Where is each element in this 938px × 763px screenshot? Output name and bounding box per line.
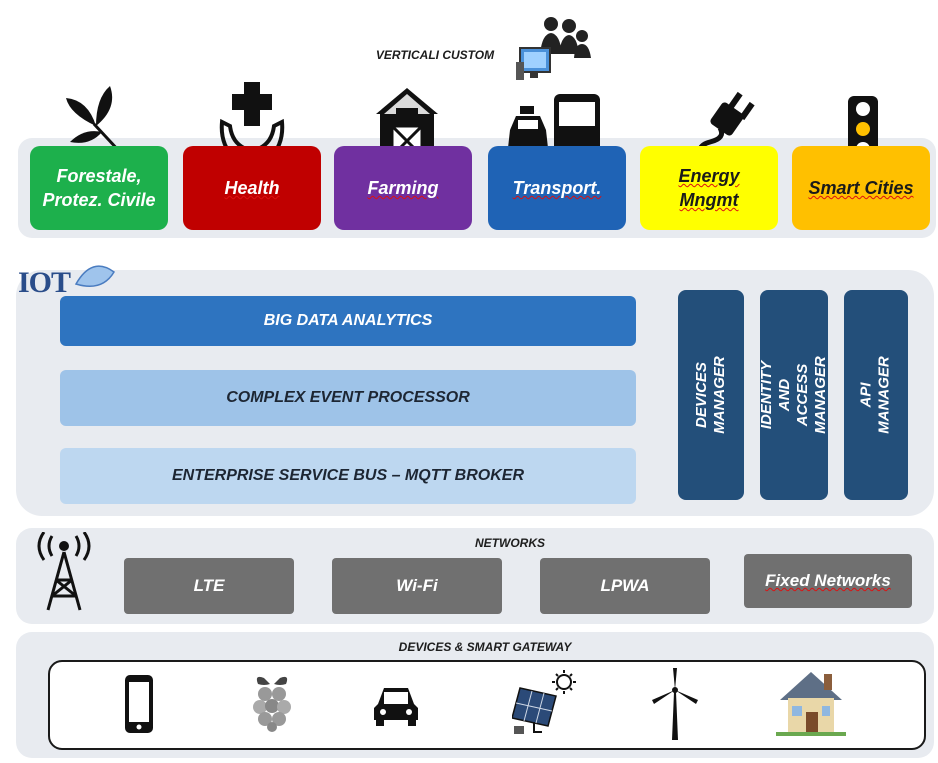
vertical-tile-farming[interactable]: Farming [334, 146, 472, 230]
antenna-tower-icon [37, 532, 91, 611]
leaf-icon [66, 86, 122, 154]
devices-title: DEVICES & SMART GATEWAY [398, 640, 572, 654]
vertical-tile-smart-cities[interactable]: Smart Cities [792, 146, 930, 230]
manager-label: DEVICES MANAGER [693, 356, 728, 434]
layer-label: BIG DATA ANALYTICS [263, 312, 433, 329]
users-computer-icon [516, 17, 591, 80]
manager-label: IDENTITY AND ACCESS MANAGER [758, 356, 829, 434]
car-icon [374, 688, 418, 726]
solar-panel-icon [512, 670, 576, 734]
network-fixed[interactable]: Fixed Networks [744, 554, 912, 608]
devices-manager-box[interactable]: DEVICES MANAGER [678, 290, 744, 500]
enterprise-service-bus-layer[interactable]: ENTERPRISE SERVICE BUS – MQTT BROKER [60, 448, 636, 504]
vertical-tile-label: Smart Cities [808, 178, 914, 198]
network-label: Wi-Fi [396, 576, 438, 595]
network-lpwa[interactable]: LPWA [540, 558, 710, 614]
manager-label: API MANAGER [858, 356, 894, 434]
layer-label: ENTERPRISE SERVICE BUS – MQTT BROKER [171, 467, 525, 484]
big-data-analytics-layer[interactable]: BIG DATA ANALYTICS [60, 296, 636, 346]
layer-label: COMPLEX EVENT PROCESSOR [226, 389, 470, 406]
vertical-tile-label: Farming [367, 178, 439, 198]
vertical-tile-energy[interactable]: Energy Mngmt [640, 146, 778, 230]
network-label: Fixed Networks [765, 571, 891, 590]
vertical-tile-label: Transport. [512, 178, 602, 198]
identity-access-manager-box[interactable]: IDENTITY AND ACCESS MANAGER [758, 290, 829, 500]
iot-logo-text: IOT [18, 266, 71, 299]
network-label: LPWA [600, 576, 650, 595]
vertical-tile-transport[interactable]: Transport. [488, 146, 626, 230]
api-manager-box[interactable]: API MANAGER [844, 290, 908, 500]
network-label: LTE [193, 576, 225, 595]
iot-logo: IOT [12, 262, 115, 312]
smartphone-icon [125, 675, 153, 733]
complex-event-processor-layer[interactable]: COMPLEX EVENT PROCESSOR [60, 370, 636, 426]
network-lte[interactable]: LTE [124, 558, 294, 614]
iot-logo-graphic [74, 265, 115, 287]
networks-title: NETWORKS [475, 536, 545, 550]
network-wifi[interactable]: Wi-Fi [332, 558, 502, 614]
medical-cross-hands-icon [219, 82, 285, 160]
vertical-tile-health[interactable]: Health [183, 146, 321, 230]
verticals-band [18, 138, 936, 238]
house-icon [776, 672, 846, 736]
wind-turbine-icon [652, 668, 698, 740]
verticals-title: VERTICALI CUSTOM [375, 48, 495, 62]
raspberry-pi-icon [253, 676, 291, 732]
vertical-tile-forestale[interactable]: Forestale, Protez. Civile [30, 146, 168, 230]
vertical-tile-label: Health [224, 178, 280, 198]
vertical-tile-label: Energy Mngmt [678, 166, 740, 210]
vertical-tile-label: Forestale, Protez. Civile [42, 166, 156, 210]
